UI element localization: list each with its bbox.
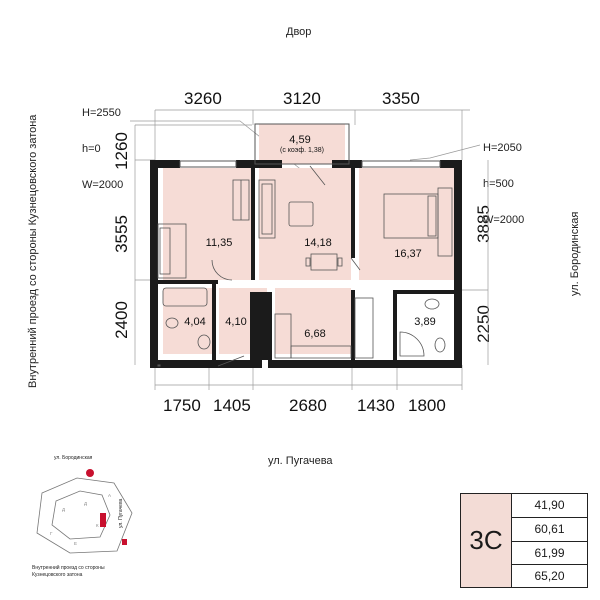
site-plan-street-right: ул. Пугачева <box>118 498 124 528</box>
window-note-right-w: W=2000 <box>483 214 525 226</box>
bathroom-area: 4,04 <box>184 316 206 328</box>
window-note-right-sill: h=500 <box>483 178 514 190</box>
window-note-left: H=2550 h=0 W=2000 <box>82 83 123 203</box>
dim-bottom-4: 1430 <box>357 396 395 415</box>
window-note-left-h: H=2550 <box>82 107 121 119</box>
dim-bottom-5: 1800 <box>408 396 446 415</box>
apartment-badge: 3С 41,90 60,61 61,99 65,20 <box>460 493 588 588</box>
window-note-right-h: H=2050 <box>483 142 522 154</box>
hall-area: 4,10 <box>225 316 247 328</box>
dim-top-1: 3260 <box>184 89 222 108</box>
apartment-code: 3С <box>460 493 512 588</box>
window-note-right: H=2050 h=500 W=2000 <box>483 118 524 238</box>
svg-text:К: К <box>96 523 99 528</box>
svg-text:А: А <box>108 493 111 498</box>
wc-area: 3,89 <box>414 316 436 328</box>
svg-text:Е: Е <box>74 541 77 546</box>
bedroom-right-area: 16,37 <box>394 248 422 260</box>
window-note-left-sill: h=0 <box>82 143 101 155</box>
dim-top-3: 3350 <box>382 89 420 108</box>
dim-top-2: 3120 <box>283 89 321 108</box>
street-top-label: Двор <box>286 26 312 38</box>
svg-text:Г: Г <box>50 531 53 536</box>
svg-text:Д: Д <box>62 507 65 512</box>
window-note-left-w: W=2000 <box>82 179 124 191</box>
site-plan-street-top: ул. Бородинская <box>54 455 93 461</box>
living-room-area: 14,18 <box>304 237 332 249</box>
bedroom-left-area: 11,35 <box>205 237 233 249</box>
balcony-area-label: 4,59 <box>289 134 311 146</box>
apartment-area-2: 60,61 <box>512 518 587 542</box>
dim-bottom-3: 2680 <box>289 396 327 415</box>
kitchen-area: 6,68 <box>304 328 326 340</box>
balcony-coef-label: (с коэф. 1,38) <box>280 147 324 154</box>
apartment-areas: 41,90 60,61 61,99 65,20 <box>512 493 588 588</box>
dim-bottom-2: 1405 <box>213 396 251 415</box>
apartment-area-3: 61,99 <box>512 542 587 566</box>
apartment-area-1: 41,90 <box>512 494 587 518</box>
street-bottom-label: ул. Пугачева <box>268 455 333 467</box>
site-plan-caption: Внутренний проезд со стороны Кузнецовско… <box>32 565 105 578</box>
dim-bottom-1: 1750 <box>163 396 201 415</box>
site-plan-map: Д Д К Г Е А <box>36 469 133 554</box>
svg-text:Д: Д <box>84 501 87 506</box>
apartment-area-4: 65,20 <box>534 569 565 584</box>
